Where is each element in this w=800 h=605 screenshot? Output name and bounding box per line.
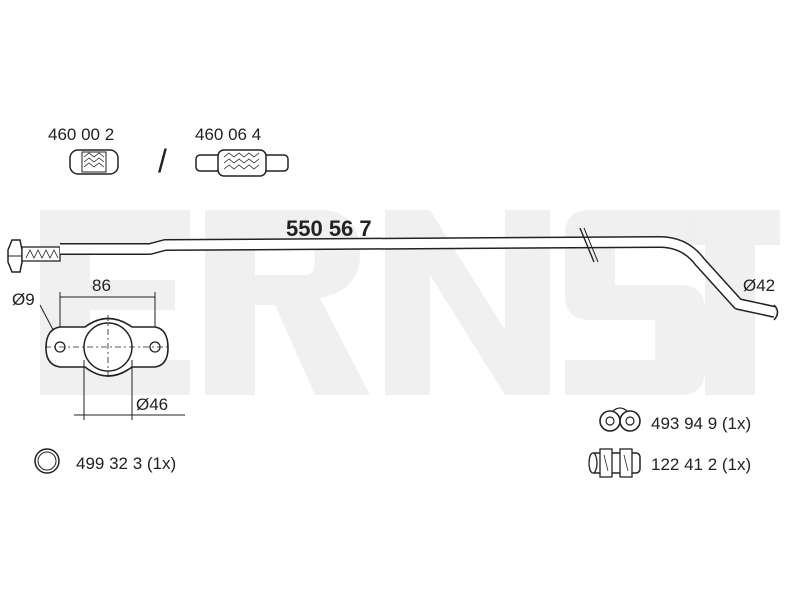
ring-part-number: 499 32 3 (1x) [76,454,176,473]
accessory-clamp: 122 41 2 (1x) [588,448,751,478]
clamp-part-number: 122 41 2 (1x) [651,455,751,474]
bore-diameter-label: Ø46 [136,395,168,414]
accessory-hanger: 493 94 9 (1x) [599,407,751,433]
clamp-icon [588,448,641,478]
part-number-flex-a: 460 00 2 [48,125,114,144]
flex-pipe-460-00-2: 460 00 2 [48,125,119,175]
hanger-part-number: 493 94 9 (1x) [651,414,751,433]
part-number-flex-b: 460 06 4 [195,125,261,144]
separator-slash: / [158,143,167,179]
part-number-main: 550 56 7 [286,216,372,241]
outlet-diameter-label: Ø42 [743,276,775,295]
flex-pipe-460-06-4: 460 06 4 [195,125,289,177]
flange-drawing: 86 Ø9 Ø46 [12,276,185,420]
bolt-spacing-label: 86 [92,276,111,295]
main-pipe: 550 56 7 Ø42 [7,216,779,321]
bolt-diameter-label: Ø9 [12,290,35,309]
accessory-ring: 499 32 3 (1x) [34,448,176,474]
ring-icon [34,448,60,474]
hanger-icon [599,407,641,432]
